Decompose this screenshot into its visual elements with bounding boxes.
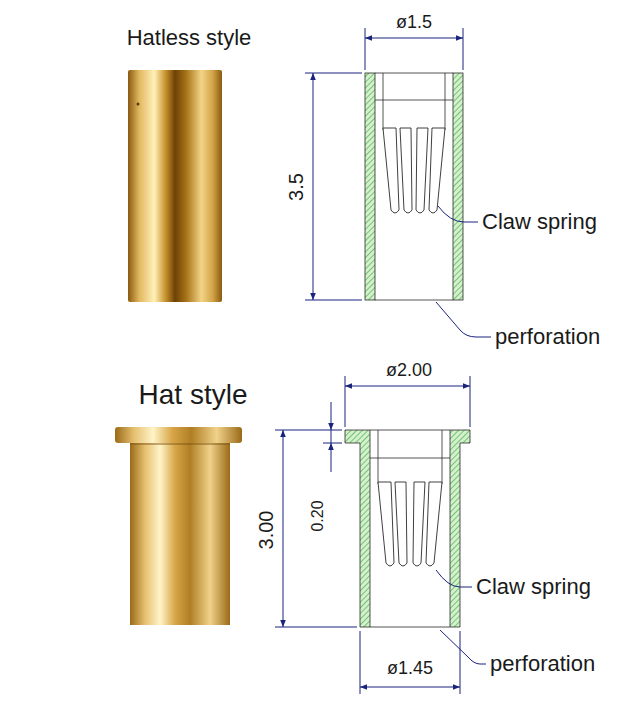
sleeve-wall <box>450 430 470 627</box>
outline <box>442 430 443 484</box>
sleeve-wall <box>345 430 370 627</box>
pin-photo <box>130 441 230 625</box>
dimension-line <box>360 687 460 688</box>
claw-finger <box>429 128 445 213</box>
extension-line <box>460 631 461 694</box>
claw-finger <box>416 128 428 213</box>
extension-line <box>345 376 346 427</box>
extension-line <box>275 627 357 628</box>
extension-line <box>463 28 464 70</box>
outline <box>375 100 453 101</box>
outline <box>375 300 453 301</box>
dimension-text: ø1.45 <box>387 659 433 677</box>
dimension-line <box>331 402 332 430</box>
outline <box>370 627 450 628</box>
part-label: Claw spring <box>476 576 591 598</box>
part-label: perforation <box>495 326 600 348</box>
sleeve-wall <box>365 73 375 300</box>
dimension-text: 0.20 <box>310 500 326 531</box>
dimension-line <box>345 386 470 387</box>
outline <box>445 73 446 130</box>
claw-finger <box>400 128 412 213</box>
dimension-text: 3.5 <box>286 173 306 201</box>
extension-line <box>323 443 342 444</box>
pin-photo <box>128 70 222 302</box>
dimension-text: ø1.5 <box>396 13 432 31</box>
leader-line <box>436 302 491 337</box>
extension-line <box>360 631 361 694</box>
part-label: perforation <box>490 653 595 675</box>
outline <box>375 73 453 74</box>
extension-line <box>305 73 362 74</box>
pin-photo-flange <box>115 427 242 443</box>
dimension-text: 3.00 <box>256 511 276 550</box>
dimension-line <box>331 430 332 443</box>
dimension-line <box>331 443 332 472</box>
part-label: Claw spring <box>482 211 597 233</box>
claw-finger <box>378 482 394 566</box>
sleeve-wall <box>453 73 463 300</box>
outline <box>383 73 384 130</box>
dimension-text: ø2.00 <box>386 361 432 379</box>
dimension-line <box>313 73 314 300</box>
claw-finger <box>426 482 442 566</box>
leader-line <box>438 206 478 222</box>
claw-finger <box>413 482 425 566</box>
outline <box>370 458 450 459</box>
extension-line <box>275 430 342 431</box>
claw-finger <box>383 128 399 213</box>
outline <box>370 430 450 431</box>
extension-line <box>305 300 362 301</box>
dimension-line <box>365 38 463 39</box>
dimension-line <box>283 430 284 627</box>
claw-finger <box>395 482 407 566</box>
extension-line <box>365 28 366 70</box>
flange-shadow <box>130 443 230 445</box>
photo-speck <box>137 103 140 106</box>
outline <box>378 430 379 484</box>
extension-line <box>470 376 471 427</box>
section-heading: Hat style <box>139 381 248 409</box>
section-heading: Hatless style <box>127 27 252 49</box>
leader-line <box>436 570 472 587</box>
leader-line <box>440 630 486 664</box>
